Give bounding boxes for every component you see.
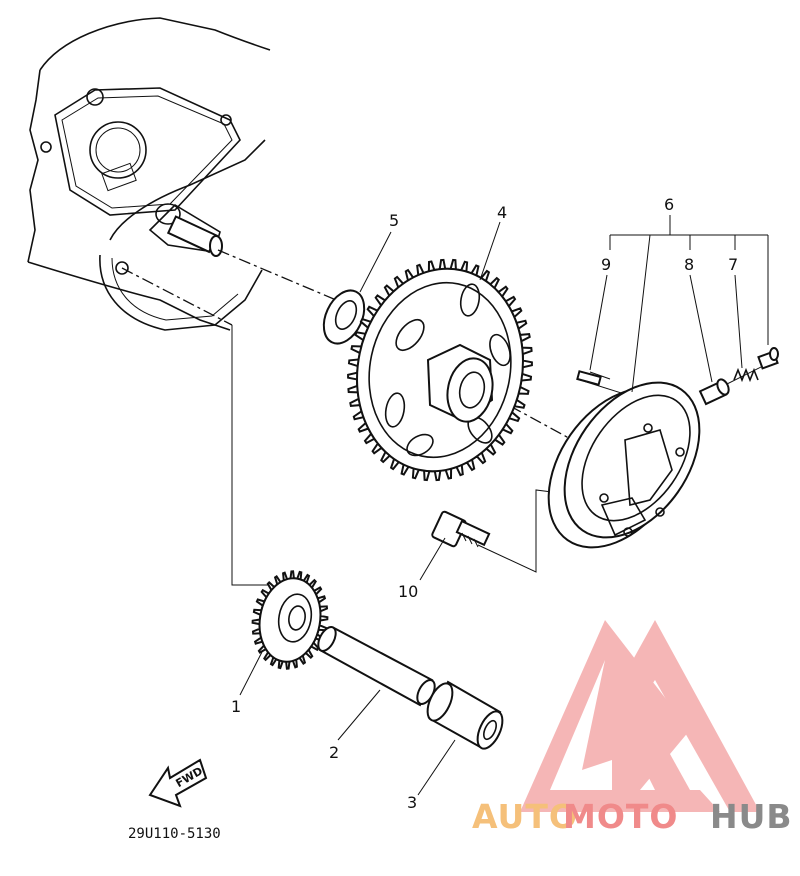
callout-3: 3	[407, 793, 417, 812]
part-3-collar	[426, 680, 504, 750]
watermark-logo	[520, 620, 760, 812]
part-1-small-gear	[251, 570, 329, 670]
callout-9: 9	[601, 255, 611, 274]
part-6-starter-clutch	[547, 381, 701, 549]
part-5-washer	[322, 289, 366, 345]
part-9-pin	[576, 370, 602, 386]
watermark-moto: MOTO	[563, 797, 678, 836]
fwd-arrow: FWD	[148, 758, 208, 808]
part-2-shaft	[317, 626, 436, 707]
watermark-hub: HUB	[710, 797, 793, 836]
drawing-code: 29U110-5130	[128, 826, 221, 842]
part-8-roller	[698, 378, 730, 406]
callout-4: 4	[497, 203, 507, 222]
callout-5: 5	[389, 211, 399, 230]
watermark-text: AUTO MOTO HUB	[472, 797, 793, 836]
callout-6: 6	[664, 195, 674, 214]
callout-8: 8	[684, 255, 694, 274]
part-10-bolt	[431, 510, 491, 548]
watermark-auto: AUTO	[472, 797, 578, 836]
callout-7: 7	[728, 255, 738, 274]
part-6-cap	[757, 347, 779, 370]
callout-10: 10	[398, 582, 418, 601]
callout-2: 2	[329, 743, 339, 762]
part-4-large-gear	[347, 258, 533, 482]
callout-labels: 5 4 6 9 8 7 10 1 2 3	[231, 195, 738, 812]
leader-lines	[239, 215, 769, 796]
part-7-spring	[733, 367, 759, 383]
callout-1: 1	[231, 697, 241, 716]
engine-case	[27, 17, 271, 331]
